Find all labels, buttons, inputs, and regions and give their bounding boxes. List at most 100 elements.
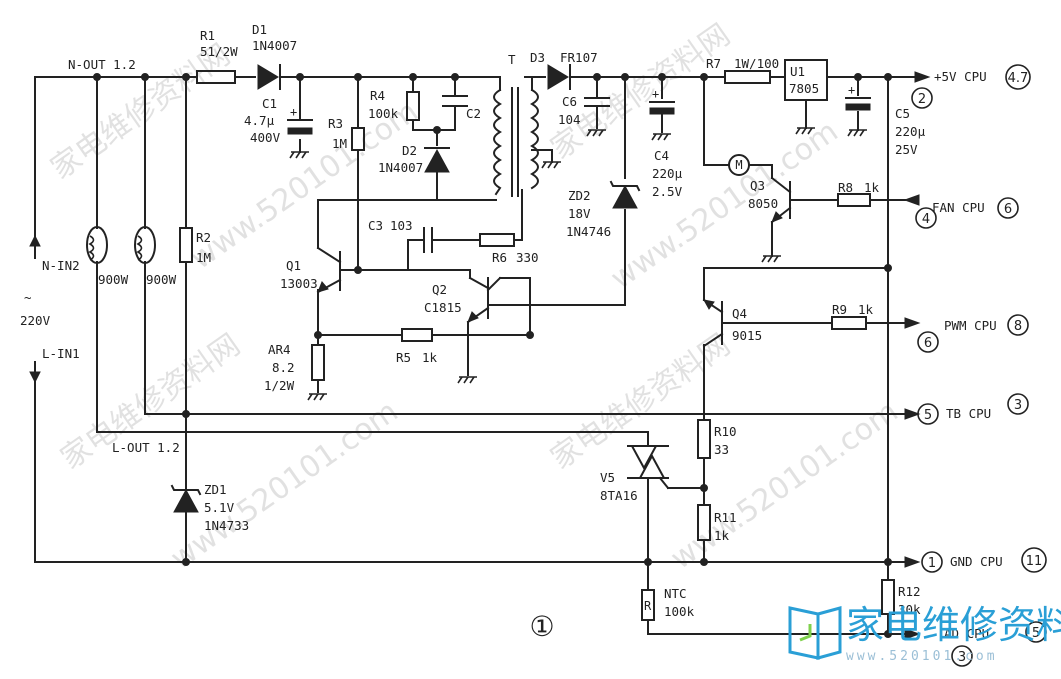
r9-ref: R9 [832, 302, 847, 317]
ntc-symbol: R [644, 599, 652, 613]
c5-voltage: 25V [895, 142, 918, 157]
r3-ref: R3 [328, 116, 343, 131]
svg-text:+: + [652, 87, 659, 101]
resistor-r1: R1 51/2W [196, 28, 238, 84]
l-out-label: L-OUT 1.2 [112, 440, 180, 455]
resistor-r5: R5 1k [396, 328, 438, 365]
r5-ref: R5 [396, 350, 411, 365]
resistor-r6: R6 330 [479, 233, 539, 265]
d3-value: FR107 [560, 50, 598, 65]
resistor-r7: R7 1W/100 [706, 56, 779, 84]
zd1-part: 1N4733 [204, 518, 249, 533]
zd2-ref: ZD2 [568, 188, 591, 203]
heater-2: 900W [134, 226, 177, 287]
tb-cpu-pin-b: 3 [1014, 398, 1022, 413]
zener-zd2: ZD2 18V 1N4746 [566, 180, 641, 239]
diode-d2: D2 1N4007 [378, 143, 450, 175]
r6-value: 330 [516, 250, 539, 265]
watermark-url: www.520101.com [605, 114, 845, 297]
output-fan-cpu: FAN CPU 4 6 [903, 194, 1019, 229]
c4-ref: C4 [654, 148, 669, 163]
logo-text: 家电维修资料网 [846, 603, 1061, 647]
d2-value: 1N4007 [378, 160, 423, 175]
pwm-cpu-pin-b: 8 [1014, 319, 1022, 334]
triac-v5: V5 8TA16 [600, 445, 670, 503]
svg-text:+: + [848, 83, 855, 97]
heater-1: 900W [86, 226, 129, 287]
ar4-value: 8.2 [272, 360, 295, 375]
d1-value: 1N4007 [252, 38, 297, 53]
junctions [93, 73, 892, 638]
c2-ref: C2 [466, 106, 481, 121]
ntc-value: 100k [664, 604, 695, 619]
r2-value: 1M [196, 250, 211, 265]
d1-ref: D1 [252, 22, 267, 37]
fan-motor: M [728, 154, 750, 176]
watermark-url: www.520101.com [665, 394, 905, 577]
r4-value: 100k [368, 106, 399, 121]
r11-value: 1k [714, 528, 730, 543]
ar4-power: 1/2W [264, 378, 295, 393]
resistor-r11: R11 1k [697, 504, 737, 543]
zd1-ref: ZD1 [204, 482, 227, 497]
c5-value: 220μ [895, 124, 926, 139]
ad-cpu-pin-a: 3 [958, 650, 966, 665]
transistor-q4: Q4 9015 [702, 298, 762, 348]
ntc-ref: NTC [664, 586, 687, 601]
n-in-label: N-IN2 [42, 258, 80, 273]
r3-value: 1M [332, 136, 347, 151]
r12-value: 30k [898, 602, 921, 617]
site-logo: 家电维修资料网 www.520101.com [788, 603, 1061, 664]
c5-ref: C5 [895, 106, 910, 121]
capacitor-c2: C2 [442, 95, 481, 121]
diode-d3: D3 FR107 [530, 50, 598, 90]
r10-ref: R10 [714, 424, 737, 439]
resistor-ar4: AR4 8.2 1/2W [264, 342, 328, 401]
zener-zd1: ZD1 5.1V 1N4733 [170, 482, 249, 533]
n-out-label: N-OUT 1.2 [68, 57, 136, 72]
capacitor-c5: + C5 220μ 25V [845, 83, 926, 157]
output-pwm-cpu: PWM CPU 6 8 [904, 314, 1029, 353]
v5-ref: V5 [600, 470, 615, 485]
watermark-url: www.520101.com [165, 394, 405, 577]
figure-number: ① [529, 610, 554, 643]
d2-ref: D2 [402, 143, 417, 158]
output-gnd-cpu: 1 GND CPU 11 [904, 547, 1047, 573]
t-ref: T [508, 52, 516, 67]
u1-value: 7805 [789, 81, 819, 96]
ac-voltage: 220V [20, 313, 51, 328]
svg-text:+: + [290, 105, 297, 119]
tb-cpu-pin-a: 5 [924, 408, 932, 423]
gnd-cpu-pin-b: 11 [1026, 554, 1043, 569]
resistor-r4: R4 100k [368, 88, 420, 121]
v5-cpu-label: +5V CPU [934, 69, 987, 84]
ar4-ref: AR4 [268, 342, 291, 357]
c1-ref: C1 [262, 96, 277, 111]
q4-ref: Q4 [732, 306, 747, 321]
r8-value: 1k [864, 180, 880, 195]
fan-cpu-pin-a: 4 [922, 212, 930, 227]
zd2-part: 1N4746 [566, 224, 611, 239]
zd1-value: 5.1V [204, 500, 235, 515]
r5-value: 1k [422, 350, 438, 365]
resistor-r12: R12 30k [881, 579, 921, 617]
r6-ref: R6 [492, 250, 507, 265]
v5-cpu-pin-a: 2 [918, 92, 926, 107]
r1-value: 51/2W [200, 44, 238, 59]
c6-value: 104 [558, 112, 581, 127]
q3-value: 8050 [748, 196, 778, 211]
resistor-r10: R10 33 [697, 419, 737, 459]
v5-value: 8TA16 [600, 488, 638, 503]
q4-value: 9015 [732, 328, 762, 343]
q2-ref: Q2 [432, 282, 447, 297]
ad-cpu-pin-b: 5 [1032, 626, 1040, 641]
fan-cpu-pin-b: 6 [1004, 202, 1012, 217]
u1-ref: U1 [790, 64, 805, 79]
diode-d1: D1 1N4007 [252, 22, 297, 90]
watermark-cn: 家电维修资料网 [545, 327, 737, 476]
output-v5-cpu: +5V CPU 2 4.7 [911, 64, 1031, 109]
capacitor-c6: C6 104 [558, 94, 610, 137]
tb-cpu-label: TB CPU [946, 406, 991, 421]
r1-ref: R1 [200, 28, 215, 43]
